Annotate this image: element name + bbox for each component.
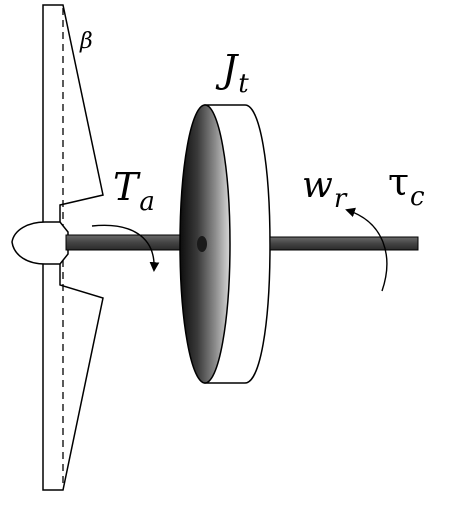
aero-torque-label-main: T [113,165,141,209]
inertia-label-sub: t [238,69,249,99]
high-speed-shaft [269,236,419,251]
control-torque-arrow [345,207,388,292]
rotor-speed-label-sub: r [334,184,348,214]
rotor-speed-label: wr [302,165,348,214]
inertia-label: Jt [215,47,249,99]
control-torque-label: τc [388,160,425,212]
aero-torque-arrow [91,224,160,272]
control-torque-label-main: τ [388,160,409,204]
inertia-disk [179,104,271,384]
pitch-angle-label: β [79,29,93,54]
aero-torque-label-sub: a [139,187,155,217]
shaft-hole [197,236,207,252]
control-torque-label-sub: c [410,182,425,212]
aero-torque-label: Ta [113,165,155,217]
hub-nose-cone [11,221,69,265]
blade-outline [42,4,104,491]
inertia-label-main: J [215,47,239,91]
rotor-speed-label-main: w [302,165,333,206]
